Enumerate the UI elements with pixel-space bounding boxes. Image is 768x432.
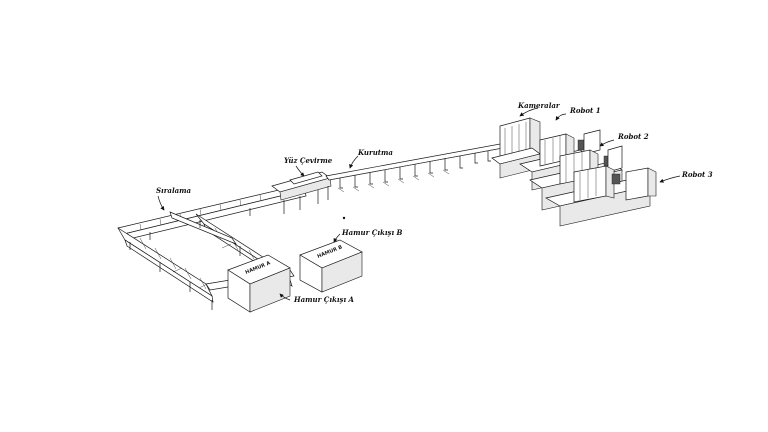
camera-station: [491, 117, 541, 179]
face-turning-unit: [271, 171, 332, 214]
robot-3-cell: [545, 165, 657, 227]
marker-dot: [342, 216, 346, 220]
dough-output-b-box: HAMUR B: [299, 239, 363, 293]
drying-conveyor: [325, 143, 504, 193]
label-kurutma: Kurutma: [357, 148, 393, 157]
label-kameralar: Kameralar: [517, 101, 561, 110]
label-yuz-cevirme: Yüz Çevirme: [284, 156, 333, 165]
label-robot-1: Robot 1: [569, 106, 601, 115]
label-hamur-cikisi-a: Hamur Çıkışı A: [293, 295, 355, 304]
label-robot-2: Robot 2: [617, 132, 649, 141]
dough-output-a-box: HAMUR A: [227, 254, 291, 313]
label-hamur-cikisi-b: Hamur Çıkışı B: [341, 228, 403, 237]
label-siralama: Sıralama: [156, 186, 192, 195]
label-arrows: [157, 107, 681, 301]
label-robot-3: Robot 3: [681, 170, 713, 179]
